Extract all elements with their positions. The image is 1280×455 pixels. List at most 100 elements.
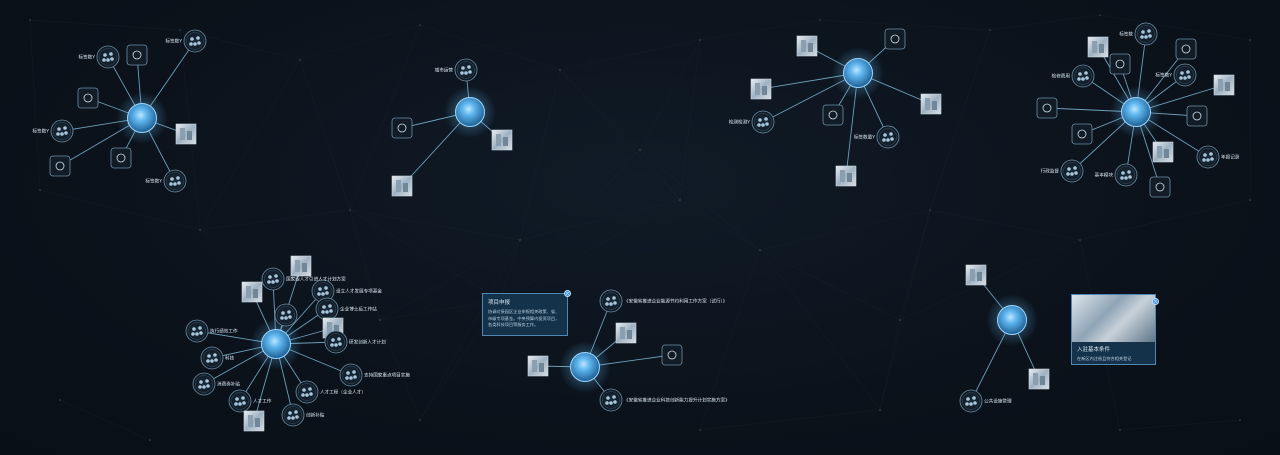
molecule-icon[interactable] xyxy=(599,388,623,412)
mesh-dot xyxy=(29,19,31,21)
close-icon[interactable]: × xyxy=(564,290,571,297)
mesh-line xyxy=(499,149,641,301)
popup-entry-conditions: 入驻基本条件 在新区内注册且符合相关登记 × xyxy=(1071,294,1159,365)
category-icon[interactable] xyxy=(1071,123,1093,145)
mesh-line xyxy=(199,59,301,231)
photo-thumbnail[interactable] xyxy=(796,35,818,57)
molecule-icon[interactable] xyxy=(228,389,252,413)
molecule-icon[interactable] xyxy=(1196,145,1220,169)
category-icon[interactable] xyxy=(822,104,844,126)
hub-node[interactable] xyxy=(832,47,884,99)
mesh-line xyxy=(379,299,501,321)
category-icon[interactable] xyxy=(884,28,906,50)
popup-project-application: 项目申报 协调对接园区企业申报相关政策、省、市级专项基金。中央预算内投资项目，各… xyxy=(482,290,571,336)
mesh-line xyxy=(699,409,881,431)
molecule-icon[interactable] xyxy=(959,389,983,413)
category-icon[interactable] xyxy=(126,44,148,66)
molecule-icon[interactable] xyxy=(311,279,335,303)
molecule-icon[interactable] xyxy=(200,346,224,370)
molecule-icon[interactable] xyxy=(1071,64,1095,88)
mesh-line xyxy=(519,69,561,241)
popup-body: 协调对接园区企业申报相关政策、省、市级专项基金。中央预算内投资项目，各类科技项目… xyxy=(488,309,560,328)
category-icon[interactable] xyxy=(1036,97,1058,119)
category-icon[interactable] xyxy=(110,147,132,169)
hub-node[interactable] xyxy=(444,86,496,138)
molecule-icon[interactable] xyxy=(315,297,339,321)
molecule-icon[interactable] xyxy=(295,380,319,404)
node-label: 公共设施管理 xyxy=(984,398,1012,405)
photo-thumbnail[interactable] xyxy=(1213,74,1235,96)
molecule-icon[interactable] xyxy=(1134,22,1158,46)
node-label: 标签数 xyxy=(1119,31,1133,38)
category-icon[interactable] xyxy=(49,155,71,177)
mesh-line xyxy=(639,39,701,151)
molecule-icon[interactable] xyxy=(50,119,74,143)
photo-thumbnail[interactable] xyxy=(175,123,197,145)
photo-thumbnail[interactable] xyxy=(527,355,549,377)
molecule-icon[interactable] xyxy=(339,363,363,387)
photo-thumbnail[interactable] xyxy=(290,255,312,277)
close-icon[interactable]: × xyxy=(1152,298,1159,305)
category-icon[interactable] xyxy=(1149,176,1171,198)
photo-thumbnail[interactable] xyxy=(491,129,513,151)
node-label: 支持国家重点项目实施 xyxy=(364,372,410,379)
node-label: 基本模块 xyxy=(1095,172,1114,179)
hub-node[interactable] xyxy=(559,341,611,393)
molecule-icon[interactable] xyxy=(876,125,900,149)
molecule-icon[interactable] xyxy=(599,289,623,313)
mesh-line xyxy=(879,209,931,411)
node-label: 科技 xyxy=(225,355,235,362)
molecule-icon[interactable] xyxy=(1114,163,1138,187)
photo-thumbnail[interactable] xyxy=(615,322,637,344)
molecule-icon[interactable] xyxy=(454,58,478,82)
category-icon[interactable] xyxy=(77,87,99,109)
mesh-line xyxy=(499,239,521,301)
molecule-icon[interactable] xyxy=(274,303,298,327)
molecule-icon[interactable] xyxy=(96,45,120,69)
molecule-icon[interactable] xyxy=(1060,159,1084,183)
mesh-line xyxy=(679,199,761,251)
molecule-icon[interactable] xyxy=(185,319,209,343)
mesh-line xyxy=(29,19,181,31)
photo-thumbnail[interactable] xyxy=(1028,368,1050,390)
molecule-icon[interactable] xyxy=(192,372,216,396)
molecule-icon[interactable] xyxy=(281,403,305,427)
hub-node[interactable] xyxy=(986,294,1038,346)
mesh-line xyxy=(879,319,901,411)
node-label: 设立人才发展专项基金 xyxy=(336,288,382,295)
mesh-line xyxy=(639,149,761,251)
mesh-dot xyxy=(379,319,381,321)
photo-thumbnail[interactable] xyxy=(391,175,413,197)
molecule-icon[interactable] xyxy=(324,330,348,354)
molecule-icon[interactable] xyxy=(183,29,207,53)
hub-node[interactable] xyxy=(250,318,302,370)
mesh-dot xyxy=(699,39,701,41)
photo-thumbnail[interactable] xyxy=(1152,141,1174,163)
photo-thumbnail[interactable] xyxy=(750,78,772,100)
category-icon[interactable] xyxy=(661,344,683,366)
molecule-icon[interactable] xyxy=(751,110,775,134)
mesh-dot xyxy=(349,209,351,211)
molecule-icon[interactable] xyxy=(163,169,187,193)
mesh-dot xyxy=(559,69,561,71)
hub-node[interactable] xyxy=(116,92,168,144)
category-icon[interactable] xyxy=(1186,105,1208,127)
photo-thumbnail[interactable] xyxy=(920,93,942,115)
mesh-line xyxy=(199,229,381,321)
photo-thumbnail[interactable] xyxy=(241,281,263,303)
photo-thumbnail[interactable] xyxy=(965,264,987,286)
category-icon[interactable] xyxy=(391,117,413,139)
mesh-line xyxy=(759,209,931,251)
mesh-dot xyxy=(929,209,931,211)
photo-thumbnail[interactable] xyxy=(1087,36,1109,58)
node-label: 《安徽省推进企业能源节约利用工作方案（试行）》 xyxy=(624,298,727,305)
category-icon[interactable] xyxy=(1109,53,1131,75)
mesh-line xyxy=(1119,419,1241,431)
photo-thumbnail[interactable] xyxy=(835,165,857,187)
category-icon[interactable] xyxy=(1175,38,1197,60)
photo-thumbnail[interactable] xyxy=(243,410,265,432)
molecule-icon[interactable] xyxy=(261,267,285,291)
hub-node[interactable] xyxy=(1110,86,1162,138)
molecule-icon[interactable] xyxy=(1173,63,1197,87)
mesh-dot xyxy=(519,239,521,241)
